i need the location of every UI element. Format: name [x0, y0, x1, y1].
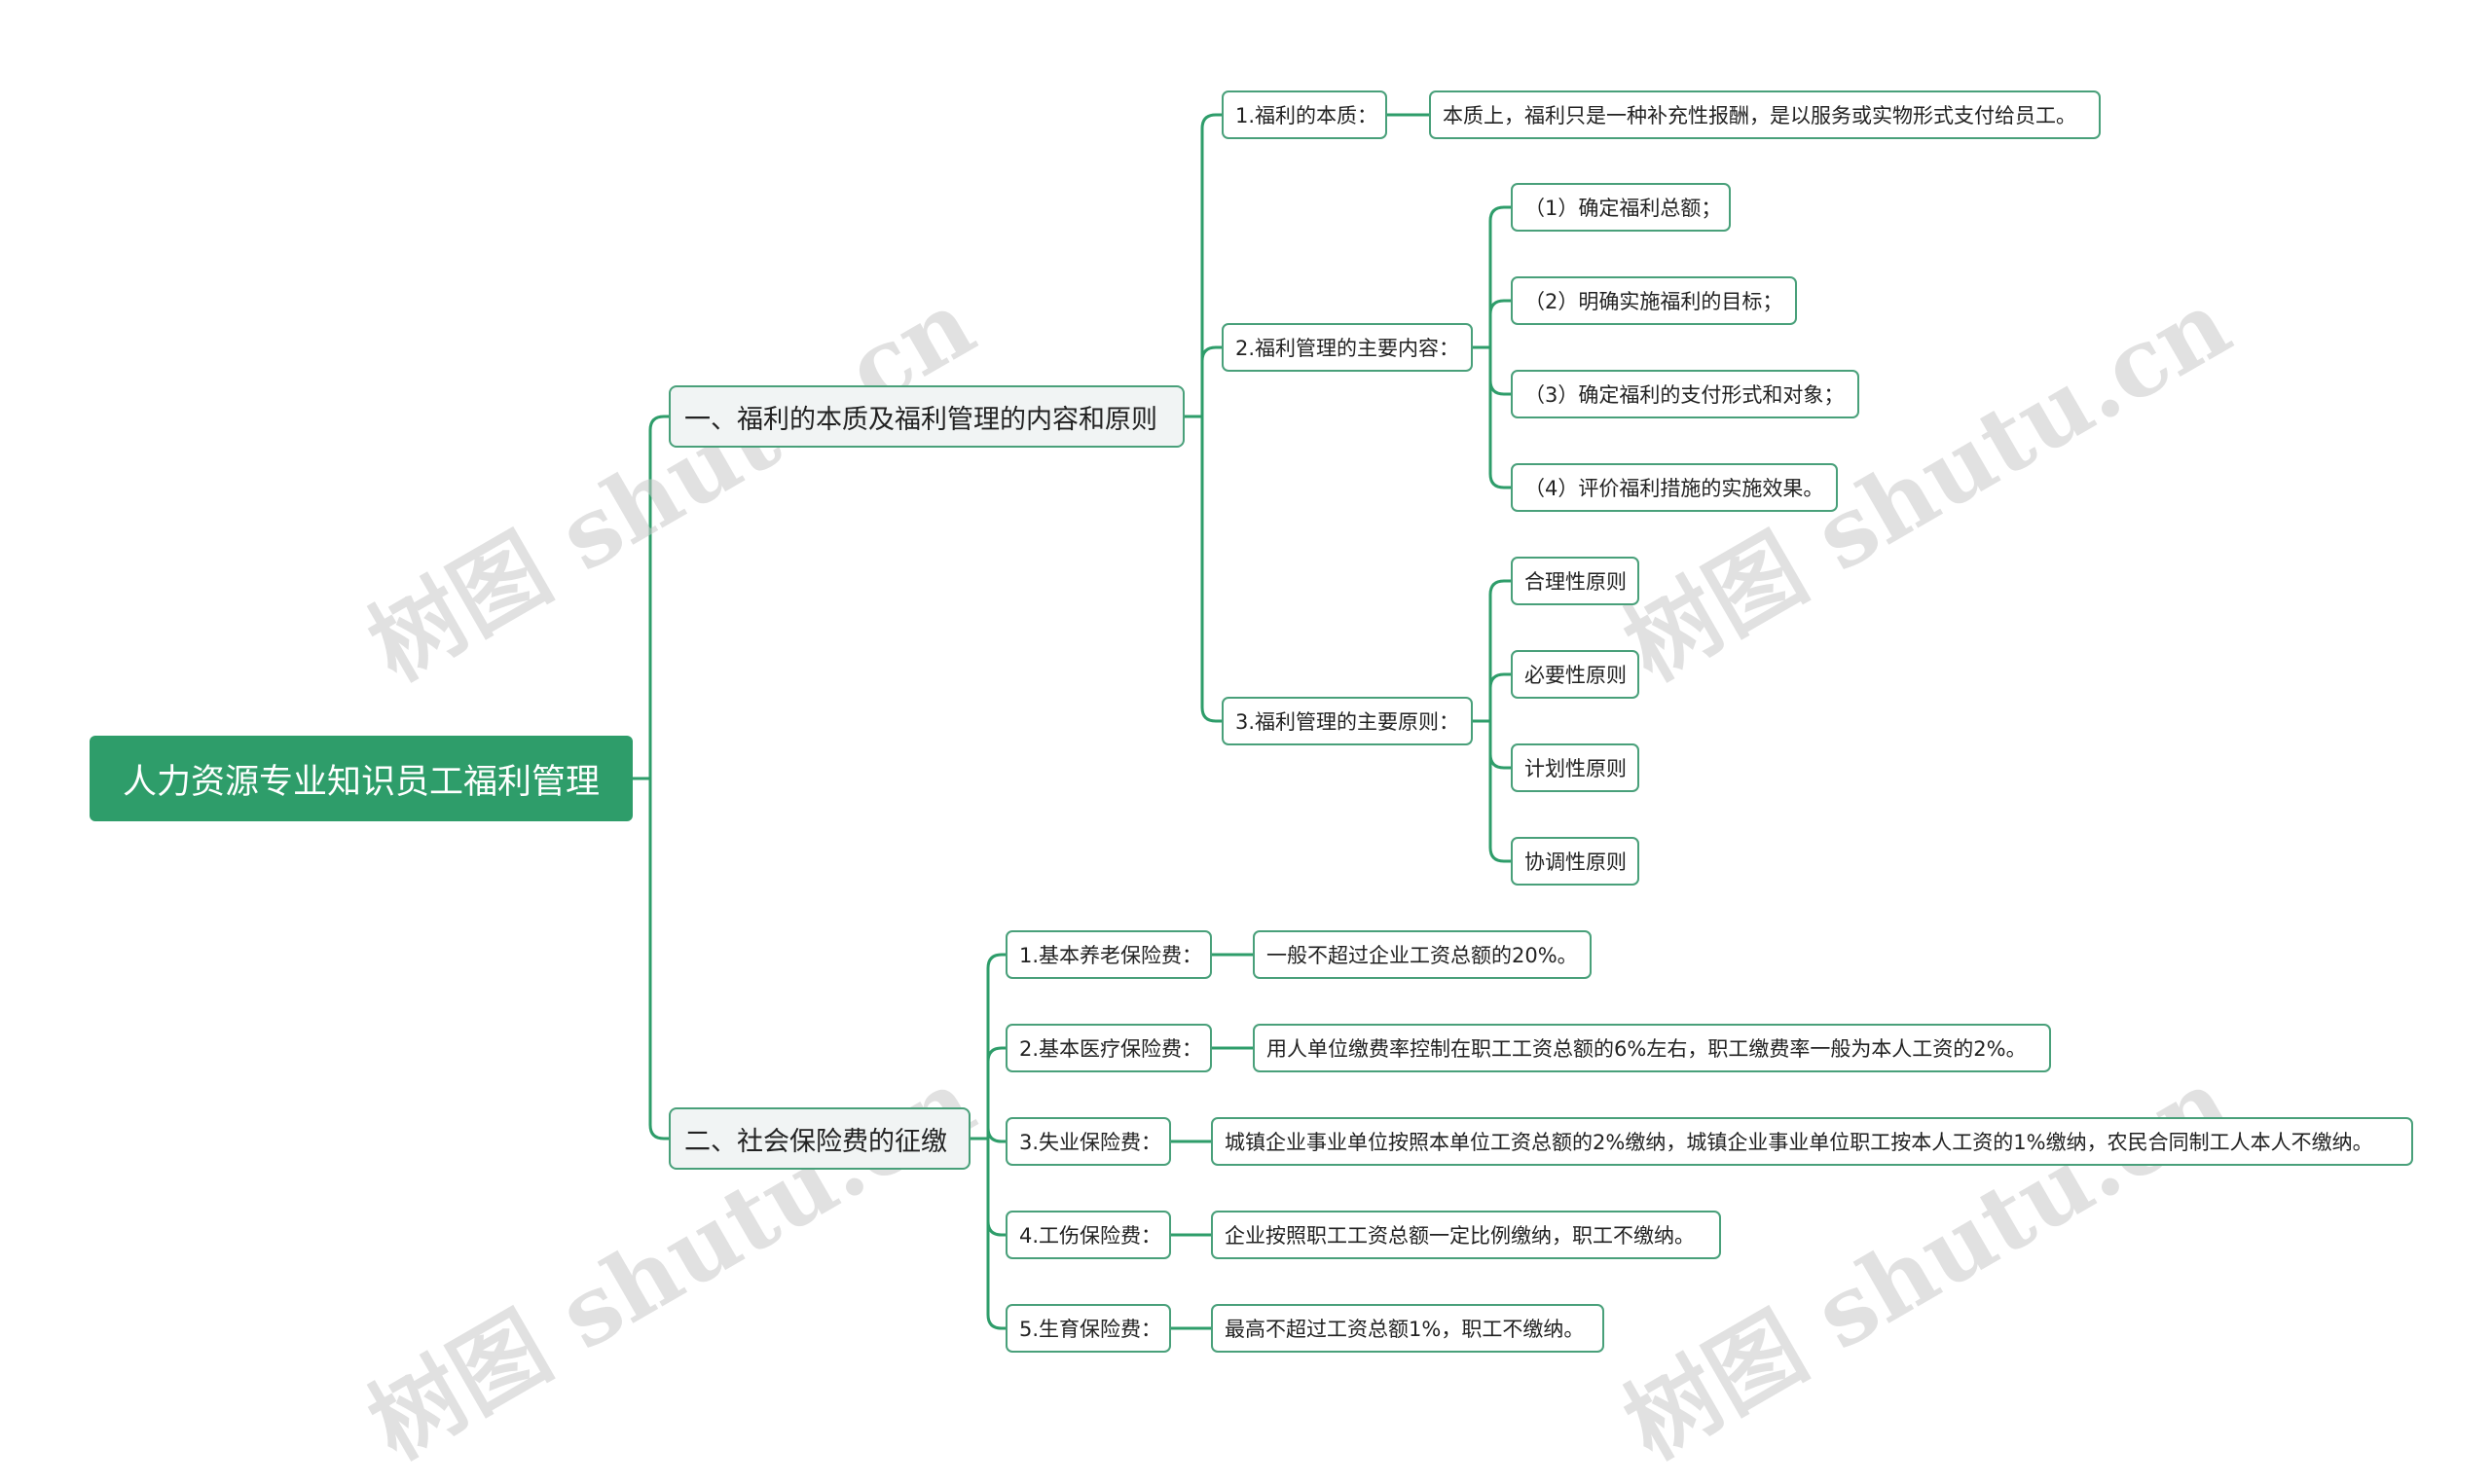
- content-item[interactable]: （4）评价福利措施的实施效果。: [1511, 463, 1838, 512]
- insurance-topic[interactable]: 4.工伤保险费：: [1006, 1211, 1171, 1259]
- insurance-detail[interactable]: 最高不超过工资总额1%，职工不缴纳。: [1211, 1304, 1604, 1353]
- insurance-topic[interactable]: 5.生育保险费：: [1006, 1304, 1171, 1353]
- insurance-topic[interactable]: 3.失业保险费：: [1006, 1117, 1171, 1166]
- content-item[interactable]: （3）确定福利的支付形式和对象；: [1511, 370, 1859, 418]
- connector-line: [1488, 345, 1513, 396]
- connector-line: [1488, 299, 1513, 349]
- principle-item[interactable]: 协调性原则: [1511, 837, 1639, 886]
- insurance-detail[interactable]: 一般不超过企业工资总额的20%。: [1253, 930, 1592, 979]
- content-item[interactable]: （2）明确实施福利的目标；: [1511, 276, 1797, 325]
- insurance-detail[interactable]: 用人单位缴费率控制在职工工资总额的6%左右，职工缴费率一般为本人工资的2%。: [1253, 1024, 2051, 1072]
- topic-welfare-essence[interactable]: 1.福利的本质：: [1222, 90, 1387, 139]
- insurance-detail[interactable]: 企业按照职工工资总额一定比例缴纳，职工不缴纳。: [1211, 1211, 1721, 1259]
- principle-item[interactable]: 必要性原则: [1511, 650, 1639, 699]
- connector-line: [1488, 719, 1513, 770]
- detail-welfare-essence[interactable]: 本质上，福利只是一种补充性报酬，是以服务或实物形式支付给员工。: [1429, 90, 2101, 139]
- connector-line: [1200, 345, 1224, 418]
- topic-welfare-principles[interactable]: 3.福利管理的主要原则：: [1222, 697, 1473, 745]
- principle-item[interactable]: 计划性原则: [1511, 743, 1639, 792]
- connector-line: [1200, 113, 1224, 418]
- connector-line: [1200, 415, 1224, 723]
- principle-item[interactable]: 合理性原则: [1511, 557, 1639, 605]
- connector-line: [1488, 205, 1513, 349]
- connector-line: [986, 1137, 1008, 1237]
- connector-lines: [631, 113, 1513, 1330]
- insurance-topic[interactable]: 2.基本医疗保险费：: [1006, 1024, 1212, 1072]
- connector-line: [986, 1127, 1008, 1143]
- content-item[interactable]: （1）确定福利总额；: [1511, 183, 1731, 232]
- connector-line: [986, 1046, 1008, 1140]
- insurance-topic[interactable]: 1.基本养老保险费：: [1006, 930, 1212, 979]
- connector-line: [986, 1137, 1008, 1330]
- connector-line: [1488, 672, 1513, 723]
- branch-social-insurance[interactable]: 二、社会保险费的征缴: [669, 1107, 971, 1170]
- root-topic[interactable]: 人力资源专业知识员工福利管理: [90, 736, 633, 821]
- connector-line: [986, 953, 1008, 1140]
- branch-welfare-essence-principles[interactable]: 一、福利的本质及福利管理的内容和原则: [669, 385, 1185, 448]
- topic-welfare-content[interactable]: 2.福利管理的主要内容：: [1222, 323, 1473, 372]
- connector-line: [1488, 719, 1513, 863]
- connector-line: [648, 777, 671, 1140]
- insurance-detail[interactable]: 城镇企业事业单位按照本单位工资总额的2%缴纳，城镇企业事业单位职工按本人工资的1…: [1211, 1117, 2413, 1166]
- connector-line: [1488, 345, 1513, 489]
- connector-line: [1488, 579, 1513, 723]
- connector-line: [648, 415, 671, 780]
